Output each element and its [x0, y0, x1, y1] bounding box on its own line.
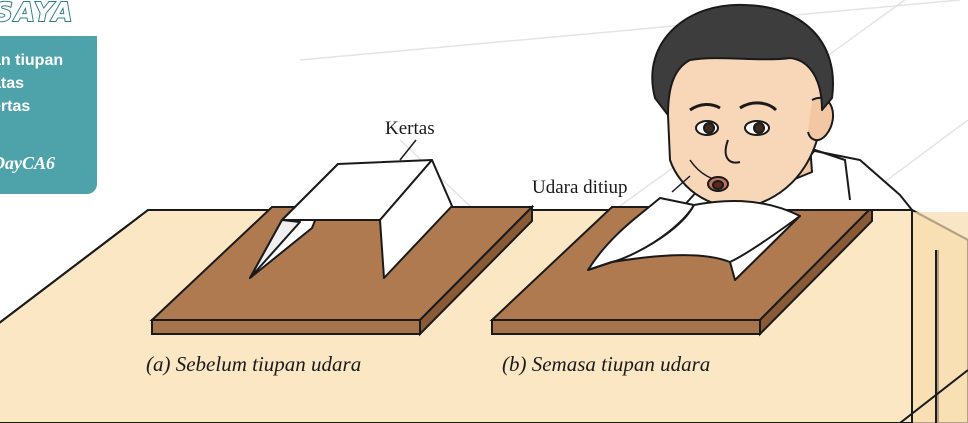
activity-tag: an tiupan atas ertas DayCA6 [0, 36, 97, 194]
activity-tag-line-3: ertas [0, 98, 31, 115]
activity-tag-code: DayCA6 [0, 153, 55, 173]
blown-air-label: Udara ditiup [532, 177, 628, 198]
caption-a: (a) Sebelum tiupan udara [146, 352, 362, 376]
board-a [149, 204, 535, 337]
table-front-edge [0, 209, 149, 324]
paper-label-pointer [399, 139, 417, 161]
person [651, 3, 913, 211]
paper-tent-a [249, 159, 453, 279]
paper-b [587, 197, 801, 281]
table-side-panel [912, 212, 968, 423]
paper-label: Kertas [385, 118, 435, 139]
caption-b: (b) Semasa tiupan udara [502, 352, 711, 376]
activity-tag-line-1: an tiupan [0, 52, 64, 69]
activity-tag-line-2: atas [0, 75, 25, 92]
activity-tag-header: SAYA [0, 0, 75, 29]
blown-air-pointer [671, 175, 691, 193]
